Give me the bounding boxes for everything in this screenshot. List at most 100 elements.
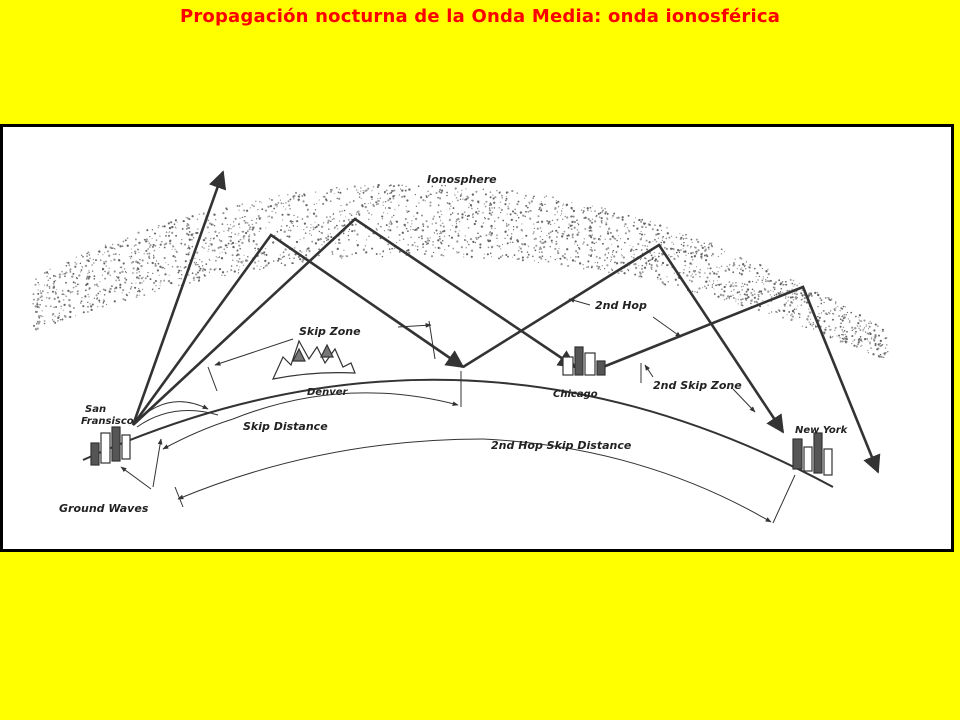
ionosphere-speck [571,236,574,239]
ionosphere-speck [143,253,145,255]
ionosphere-speck [158,274,160,276]
ionosphere-speck [473,222,476,226]
ionosphere-speck [93,275,96,278]
ionosphere-speck [109,288,111,290]
ionosphere-speck [545,195,547,197]
ionosphere-speck [865,324,867,326]
ionosphere-speck [406,210,408,212]
ionosphere-speck [601,222,603,224]
ionosphere-speck [301,195,304,197]
ionosphere-speck [754,293,756,295]
ionosphere-speck [389,221,392,223]
ionosphere-speck [654,238,656,241]
ionosphere-speck [85,289,87,292]
ionosphere-speck [466,196,470,200]
ionosphere-speck [860,320,863,323]
ionosphere-speck [135,260,138,263]
ionosphere-speck [162,266,164,269]
ionosphere-speck [499,201,501,203]
ionosphere-speck [149,235,151,238]
ionosphere-label: Ionosphere [427,173,497,186]
ionosphere-speck [869,342,871,345]
ionosphere-speck [102,254,104,256]
ionosphere-speck [384,207,387,209]
ionosphere-speck [117,243,120,246]
ionosphere-speck [185,228,188,230]
ionosphere-speck [287,213,290,216]
ionosphere-speck [772,286,775,288]
ionosphere-speck [68,316,70,318]
ionosphere-speck [853,344,856,347]
ionosphere-speck [880,356,882,358]
ionosphere-speck [398,251,401,253]
ionosphere-speck [504,237,506,240]
ionosphere-speck [642,271,644,273]
ionosphere-speck [498,191,501,194]
ionosphere-speck [741,304,744,307]
ionosphere-speck [288,204,291,207]
ionosphere-speck [767,290,770,293]
ionosphere-speck [699,268,701,271]
ionosphere-speck [483,203,485,205]
ionosphere-speck [856,324,858,326]
ionosphere-speck [174,219,177,222]
ionosphere-speck [240,260,243,264]
ionosphere-speck [146,262,149,264]
ionosphere-speck [193,279,195,281]
ionosphere-speck [69,310,72,314]
ionosphere-speck [377,202,380,205]
ionosphere-speck [561,235,564,238]
ionosphere-speck [75,285,77,288]
ionosphere-speck [590,266,593,269]
ionosphere-speck [343,209,346,212]
ionosphere-speck [750,302,752,305]
ionosphere-speck [807,315,810,318]
ionosphere-speck [210,237,212,240]
ionosphere-speck [744,283,746,285]
ionosphere-speck [188,218,191,221]
ionosphere-speck [488,239,492,242]
ionosphere-speck [519,211,523,214]
ionosphere-speck [138,251,140,253]
ionosphere-speck [303,229,305,231]
ionosphere-speck [422,199,425,202]
ionosphere-speck [458,230,460,232]
ionosphere-speck [427,239,430,242]
ionosphere-speck [470,249,474,252]
ionosphere-speck [455,223,457,225]
ionosphere-speck [683,241,685,244]
ionosphere-speck [511,256,513,258]
ionosphere-speck [665,237,668,240]
chicago-city-icon [562,346,606,376]
ionosphere-speck [420,196,423,199]
ionosphere-speck [470,255,473,258]
ionosphere-speck [647,259,650,262]
ionosphere-speck [690,263,693,265]
ionosphere-speck [340,214,342,216]
ionosphere-speck [682,234,684,237]
ionosphere-speck [468,202,470,205]
ionosphere-speck [839,337,841,339]
ionosphere-speck [863,328,865,330]
ionosphere-speck [773,294,776,296]
ionosphere-speck [72,306,75,310]
ionosphere-speck [289,257,291,260]
ionosphere-speck [791,282,794,285]
ionosphere-speck [499,256,502,258]
ionosphere-speck [327,238,330,241]
ionosphere-speck [789,278,792,281]
ionosphere-speck [838,315,841,317]
ionosphere-speck [712,282,715,284]
ionosphere-speck [471,193,475,196]
ionosphere-speck [780,282,783,285]
ionosphere-speck [458,220,461,223]
ionosphere-speck [713,293,716,295]
ionosphere-speck [627,269,630,272]
ionosphere-speck [224,244,227,247]
ionosphere-speck [412,228,414,231]
ionosphere-speck [102,302,105,304]
ionosphere-speck [350,214,353,216]
ionosphere-speck [401,231,404,234]
ionosphere-speck [544,240,547,243]
ionosphere-speck [239,247,241,250]
